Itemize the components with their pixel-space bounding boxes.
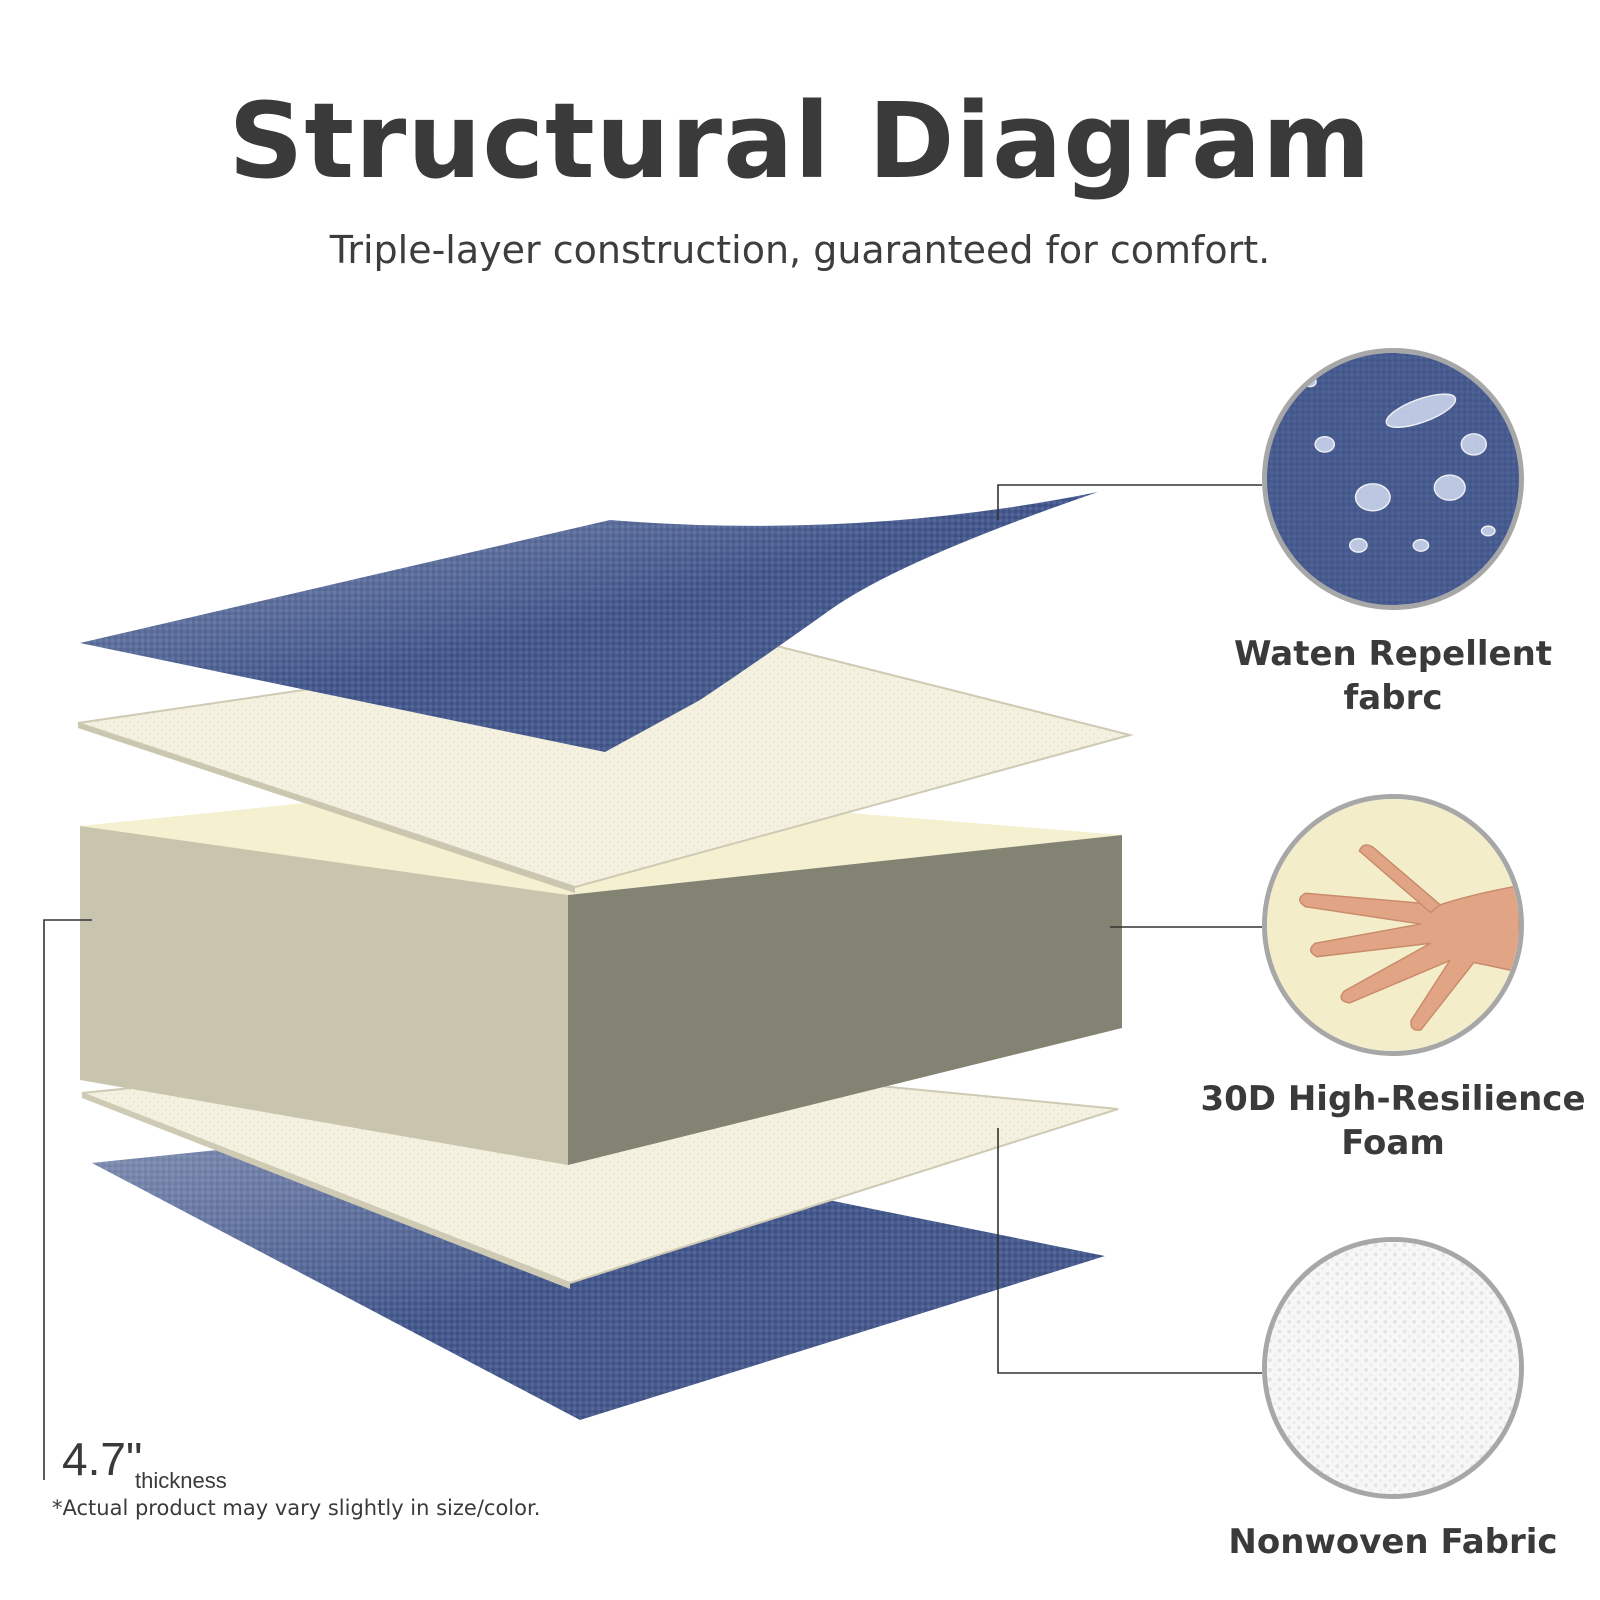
page-title: Structural Diagram — [228, 80, 1372, 202]
leader-line-top-cover — [997, 484, 1262, 520]
thickness-bracket — [43, 919, 92, 1480]
hand-press-foam-icon — [1262, 794, 1524, 1056]
nonwoven-texture-icon — [1262, 1237, 1524, 1499]
thickness-unit: thickness — [135, 1468, 227, 1493]
water-drop-fabric-icon — [1262, 348, 1524, 610]
page-subtitle: Triple-layer construction, guaranteed fo… — [329, 228, 1271, 272]
thickness-value: 4.7" — [62, 1433, 143, 1485]
layer-label-foam: 30D High-Resilience Foam — [1200, 1079, 1586, 1163]
layer-label-top-cover: Waten Repellent fabrc — [1233, 634, 1553, 718]
leader-lines — [43, 484, 1262, 1480]
layer-label-nonwoven: Nonwoven Fabric — [1228, 1522, 1558, 1562]
leader-line-nonwoven — [997, 1128, 1262, 1374]
foam-core-layer — [80, 784, 1122, 1165]
disclaimer-text: *Actual product may vary slightly in siz… — [52, 1496, 541, 1520]
